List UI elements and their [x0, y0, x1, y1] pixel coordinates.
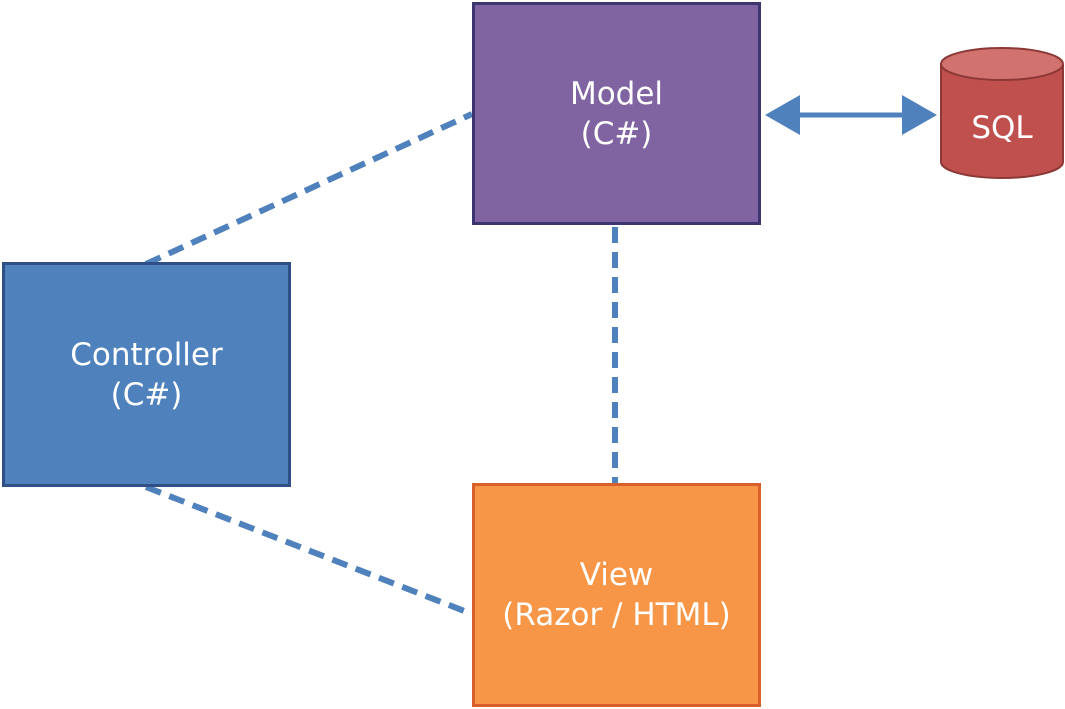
connector-controller-view	[144, 484, 474, 617]
connector-controller-model	[144, 111, 474, 267]
model-title: Model	[569, 75, 664, 112]
database-label: SQL	[971, 110, 1033, 146]
view-subtitle: (Razor / HTML)	[502, 597, 731, 633]
view-title: View	[579, 557, 654, 593]
database-icon	[940, 47, 1064, 179]
model-subtitle: (C#)	[580, 115, 653, 152]
controller-subtitle: (C#)	[110, 376, 183, 413]
model-box: Model (C#)	[472, 2, 761, 225]
controller-title: Controller	[70, 336, 223, 373]
view-box: View (Razor / HTML)	[472, 483, 761, 707]
controller-box: Controller (C#)	[2, 262, 291, 487]
